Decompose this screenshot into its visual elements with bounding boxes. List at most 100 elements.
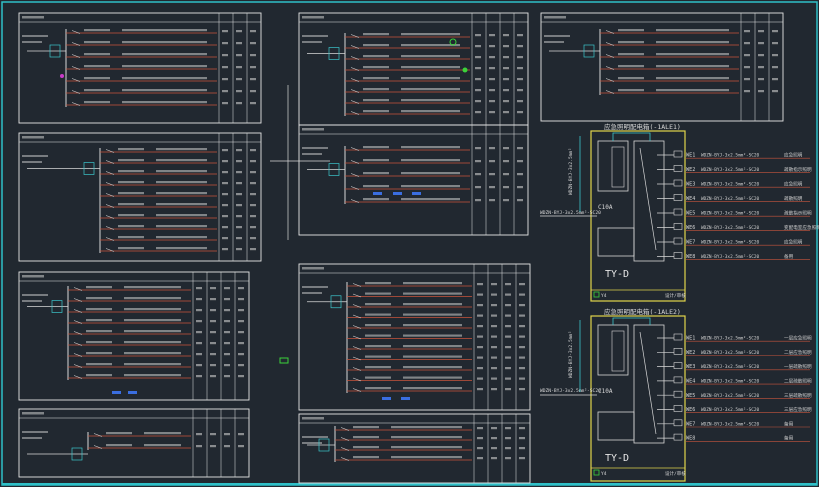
branch-cable-tag bbox=[403, 387, 462, 390]
branch-cell-tag bbox=[491, 283, 497, 286]
branch-tag bbox=[84, 89, 110, 92]
branch-breaker bbox=[350, 186, 360, 190]
panel-border bbox=[298, 263, 531, 411]
branch-cell-tag bbox=[224, 375, 230, 378]
panel-incoming-tag bbox=[544, 35, 570, 37]
branch-tag bbox=[86, 308, 112, 311]
branch-cable-tag bbox=[122, 29, 207, 32]
panel-incoming-tag bbox=[22, 35, 48, 37]
branch-cell-tag bbox=[224, 331, 230, 334]
branch-cell-tag bbox=[475, 160, 481, 163]
circuit-breaker-symbol bbox=[673, 333, 683, 341]
branch-cell-tag bbox=[477, 325, 483, 328]
branch-cell-tag bbox=[744, 42, 750, 45]
circuit-id: WE4 bbox=[686, 196, 695, 202]
branch-cable-tag bbox=[156, 159, 207, 162]
branch-tag bbox=[618, 41, 644, 44]
branch-cell-tag bbox=[238, 445, 244, 448]
meter-symbol bbox=[373, 192, 382, 195]
branch-cell-tag bbox=[489, 160, 495, 163]
branch-cable-tag bbox=[403, 292, 462, 295]
circuit-breaker-symbol bbox=[673, 362, 683, 369]
branch-cell-tag bbox=[222, 171, 228, 174]
branch-cable-tag bbox=[156, 236, 207, 239]
circuit-label: 应急照明 bbox=[784, 181, 803, 188]
branch-cell-tag bbox=[196, 433, 202, 436]
panel-incoming-tag bbox=[22, 437, 42, 439]
branch-breaker bbox=[71, 78, 81, 82]
branch-cell-tag bbox=[224, 364, 230, 367]
branch-cell-tag bbox=[503, 56, 509, 59]
branch-breaker bbox=[73, 298, 83, 302]
branch-cable-tag bbox=[124, 308, 181, 311]
branch-cell-tag bbox=[477, 388, 483, 391]
branch-cable-tag bbox=[656, 41, 729, 44]
branch-tag bbox=[363, 77, 389, 80]
incoming-breaker-box bbox=[330, 295, 342, 309]
branch-cable-tag bbox=[124, 352, 181, 355]
branch-cell-tag bbox=[477, 447, 483, 450]
branch-tag bbox=[86, 341, 112, 344]
branch-breaker bbox=[340, 437, 350, 441]
branch-cable-tag bbox=[403, 334, 462, 337]
branch-tag bbox=[86, 363, 112, 366]
branch-cable-tag bbox=[391, 426, 462, 429]
branch-breaker bbox=[350, 67, 360, 71]
branch-cell-tag bbox=[222, 226, 228, 229]
branch-tag bbox=[118, 203, 144, 206]
branch-tag bbox=[84, 53, 110, 56]
branch-cable-tag bbox=[403, 355, 462, 358]
panel-incoming-tag bbox=[302, 292, 322, 294]
branch-cable-tag bbox=[124, 297, 181, 300]
branch-cable-tag bbox=[124, 330, 181, 333]
branch-cell-tag bbox=[519, 346, 525, 349]
branch-cell-tag bbox=[477, 427, 483, 430]
circuit-breaker-symbol bbox=[673, 208, 683, 216]
branch-cell-tag bbox=[758, 66, 764, 69]
branch-breaker bbox=[105, 226, 115, 230]
branch-cell-tag bbox=[250, 78, 256, 81]
branch-cell-tag bbox=[505, 283, 511, 286]
cabinet-ale1-model: TY-D bbox=[605, 269, 629, 280]
branch-tag bbox=[118, 148, 144, 151]
cabinet-ale1-feeder: WDZN-BYJ-3x2.5mm²-SC20 bbox=[540, 210, 601, 216]
distribution-panel-schematics bbox=[18, 12, 784, 484]
branch-cell-tag bbox=[196, 287, 202, 290]
branch-cell-tag bbox=[236, 248, 242, 251]
branch-cell-tag bbox=[505, 388, 511, 391]
branch-cell-tag bbox=[772, 30, 778, 33]
circuit-breaker-symbol bbox=[673, 150, 683, 158]
branch-cell-tag bbox=[210, 353, 216, 356]
circuit-id: WE7 bbox=[686, 421, 695, 427]
branch-cell-tag bbox=[236, 30, 242, 33]
branch-cable-tag bbox=[403, 366, 462, 369]
branch-tag bbox=[118, 214, 144, 217]
circuit-label: 应急照明 bbox=[784, 152, 803, 159]
branch-cell-tag bbox=[224, 287, 230, 290]
cabinet-ale2-riser: WDZN-BYJ-3x2.5mm² bbox=[568, 331, 574, 378]
branch-tag bbox=[365, 355, 391, 358]
branch-cell-tag bbox=[489, 56, 495, 59]
branch-cable-tag bbox=[656, 29, 729, 32]
branch-cell-tag bbox=[475, 199, 481, 202]
branch-cell-tag bbox=[250, 237, 256, 240]
branch-breaker bbox=[352, 377, 362, 382]
branch-cell-tag bbox=[491, 427, 497, 430]
circuit-cable: WDZN-BYJ-3x2.5mm²-SC20 bbox=[701, 225, 760, 231]
cabinet-ale2-bus-link bbox=[612, 317, 651, 325]
branch-breaker bbox=[105, 160, 115, 164]
branch-cell-tag bbox=[210, 433, 216, 436]
branch-cell-tag bbox=[475, 100, 481, 103]
branch-cell-tag bbox=[519, 367, 525, 370]
cabinet-ale1-breaker: C10A bbox=[598, 204, 613, 211]
branch-tag bbox=[363, 66, 389, 69]
branch-cable-tag bbox=[403, 324, 462, 327]
branch-cell-tag bbox=[505, 335, 511, 338]
branch-cable-tag bbox=[401, 88, 460, 91]
panel-incoming-tag bbox=[302, 436, 328, 438]
branch-cell-tag bbox=[196, 331, 202, 334]
branch-tag bbox=[363, 185, 389, 188]
branch-cell-tag bbox=[222, 237, 228, 240]
branch-tag bbox=[618, 29, 644, 32]
branch-tag bbox=[86, 297, 112, 300]
